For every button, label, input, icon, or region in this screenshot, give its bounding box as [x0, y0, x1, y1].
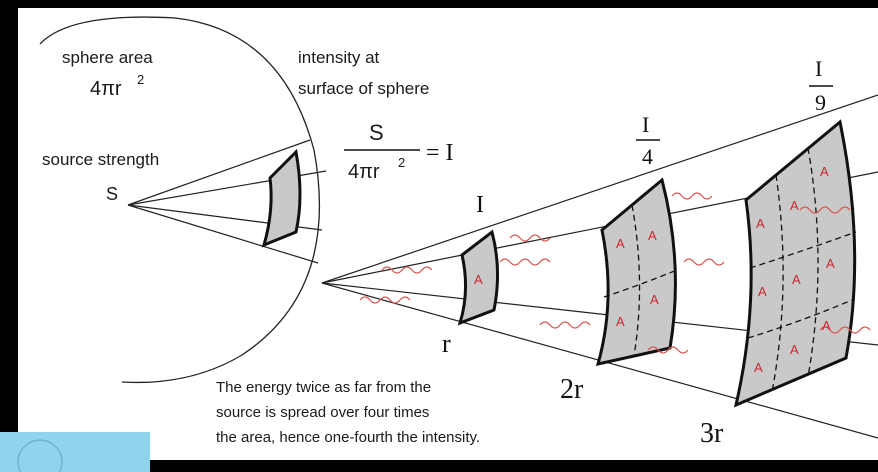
energy-waves — [359, 192, 871, 354]
intensity-at-r: I — [476, 192, 484, 218]
sphere-area-formula: 4πr — [90, 78, 122, 100]
bottom-black-bar — [150, 460, 878, 472]
caption-line-3: the area, hence one-fourth the intensity… — [216, 429, 480, 446]
intensity-at-2r-denominator: 4 — [642, 144, 653, 169]
fraction-denominator: 4πr — [348, 161, 380, 183]
diagram-panel — [18, 8, 878, 460]
area-label-2r-3: A — [616, 314, 625, 329]
sphere-outline — [39, 16, 321, 384]
fraction-numerator: S — [369, 120, 384, 145]
area-label-3r-3: A — [820, 164, 829, 179]
patch-3r-divider-h1 — [749, 231, 857, 269]
distance-3r: 3r — [700, 418, 724, 449]
intensity-label-line1: intensity at — [298, 48, 380, 67]
intensity-at-3r-denominator: 9 — [815, 90, 826, 115]
sphere-area-label: sphere area — [62, 48, 153, 67]
source-symbol: S — [106, 184, 118, 204]
area-label-2r-4: A — [650, 292, 659, 307]
area-label-3r-1: A — [756, 216, 765, 231]
area-label-3r-9: A — [822, 318, 831, 333]
area-label-3r-7: A — [754, 360, 763, 375]
area-label-3r-8: A — [790, 342, 799, 357]
patch-r — [457, 229, 500, 326]
fraction-denominator-exponent: 2 — [398, 155, 405, 170]
patch-2r-divider-v — [631, 204, 641, 357]
patch-3r-divider-v2 — [807, 147, 819, 378]
intensity-at-3r-numerator: I — [815, 56, 822, 81]
area-label-3r-4: A — [758, 284, 767, 299]
badge-strip — [0, 432, 150, 472]
intensity-label-line2: surface of sphere — [298, 79, 429, 98]
area-label-3r-2: A — [790, 198, 799, 213]
intensity-at-2r-numerator: I — [642, 112, 649, 137]
area-label-r: A — [474, 272, 483, 287]
distance-2r: 2r — [560, 374, 584, 405]
area-label-3r-6: A — [826, 256, 835, 271]
badge-icon — [17, 439, 63, 472]
area-label-3r-5: A — [792, 272, 801, 287]
area-labels-3r: A A A A A A A A A — [754, 164, 835, 375]
area-label-2r-2: A — [648, 228, 657, 243]
patch-3r-divider-v1 — [771, 174, 784, 393]
patch-2r-divider-h — [603, 269, 678, 298]
sphere-area-exponent: 2 — [137, 72, 144, 87]
area-label-2r-1: A — [616, 236, 625, 251]
caption-line-1: The energy twice as far from the — [216, 379, 431, 396]
equals-intensity: = I — [426, 140, 454, 166]
small-patch — [261, 148, 302, 248]
patch-3r — [733, 119, 857, 408]
area-labels-2r: A A A A — [616, 228, 659, 329]
patch-3r-divider-h2 — [747, 299, 853, 339]
distance-r: r — [442, 329, 451, 358]
source-strength-label: source strength — [42, 150, 159, 169]
caption-line-2: source is spread over four times — [216, 404, 429, 421]
